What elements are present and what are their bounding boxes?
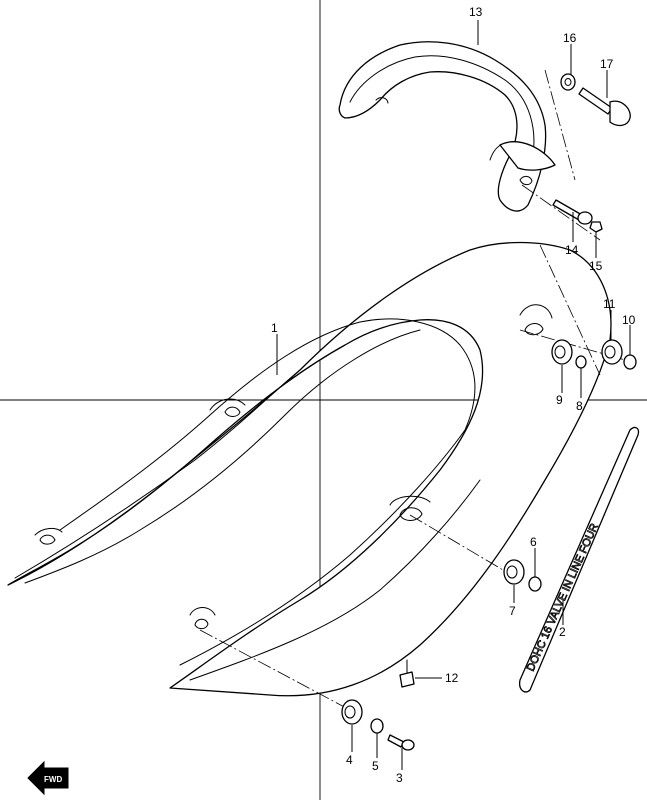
- callout-11: 11: [603, 297, 616, 311]
- callout-12: 12: [445, 671, 459, 685]
- callout-lines: [276, 20, 631, 770]
- grab-rail: [338, 41, 556, 212]
- screw-14: [552, 199, 593, 225]
- grommet-4: [341, 699, 363, 725]
- seat-tail-cover: [7, 241, 612, 697]
- fwd-label: FWD: [44, 775, 62, 784]
- callout-15: 15: [589, 259, 603, 273]
- callout-4: 4: [346, 753, 353, 767]
- bolt-17: [578, 87, 631, 127]
- collar-8: [575, 355, 587, 369]
- callout-16: 16: [563, 31, 577, 45]
- callout-7: 7: [509, 604, 516, 618]
- grommet-9: [551, 339, 573, 365]
- callout-10: 10: [622, 313, 636, 327]
- grommet-7: [503, 559, 525, 585]
- callout-labels: 1 2 3 4 5 6 7 8 9 10 11 12 13 14 15 16 1…: [271, 5, 636, 785]
- bolt-3: [387, 734, 415, 751]
- callout-13: 13: [469, 5, 483, 19]
- forward-arrow-icon: FWD: [27, 760, 69, 796]
- callout-1: 1: [271, 321, 278, 335]
- callout-5: 5: [372, 759, 379, 773]
- collar-10: [623, 354, 637, 370]
- callout-8: 8: [576, 399, 583, 413]
- washer-16: [560, 73, 576, 91]
- callout-14: 14: [565, 243, 579, 257]
- nut-15: [589, 221, 603, 233]
- callout-6: 6: [530, 535, 537, 549]
- collar-5: [370, 718, 384, 734]
- callout-17: 17: [600, 57, 614, 71]
- grommet-11: [601, 339, 623, 365]
- callout-2: 2: [559, 625, 566, 639]
- callout-9: 9: [556, 393, 563, 407]
- callout-3: 3: [396, 771, 403, 785]
- hardware-parts: [341, 73, 637, 751]
- clip-12: [399, 659, 415, 688]
- collar-6: [528, 576, 542, 592]
